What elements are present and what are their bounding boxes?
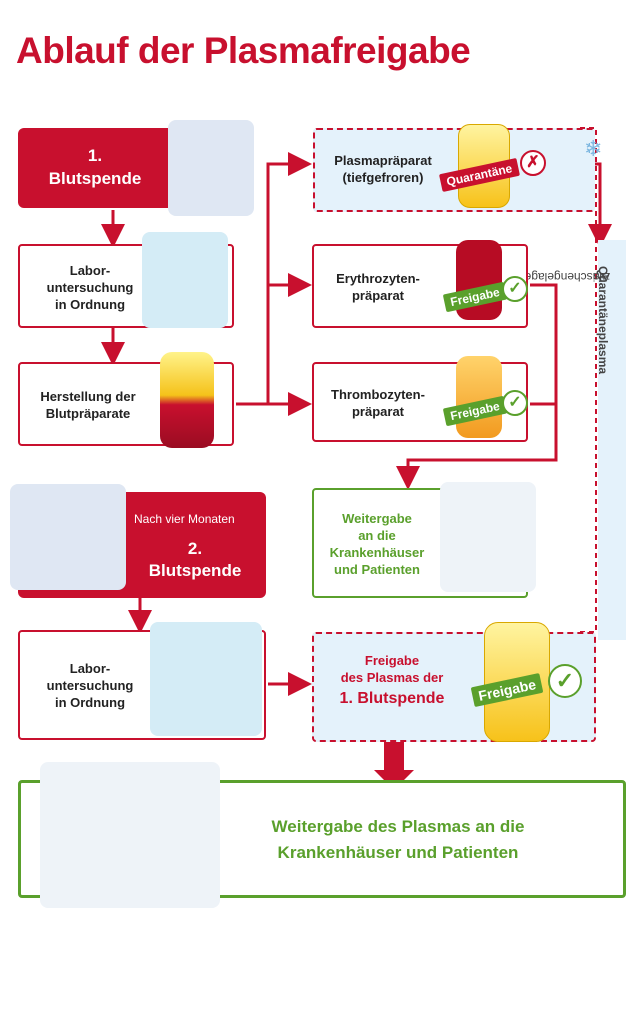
check-icon-erythro: ✓ bbox=[502, 276, 528, 302]
blood-bag-icon bbox=[160, 352, 214, 448]
blutspende-1-number: 1. bbox=[87, 146, 103, 165]
page-title: Ablauf der Plasmafreigabe bbox=[16, 30, 471, 71]
erythro-label: Erythrozyten- präparat bbox=[336, 271, 420, 303]
freigabe-plasma-line2: 1. Blutspende bbox=[339, 690, 445, 707]
check-icon-plasma: ✓ bbox=[548, 664, 582, 698]
snowflake-icon: ❄ bbox=[584, 136, 603, 161]
weitergabe-small-label: Weitergabe an die Krankenhäuser und Pati… bbox=[329, 511, 425, 577]
patient-bed-icon bbox=[440, 482, 536, 592]
lab-worker-icon bbox=[142, 232, 228, 328]
blutspende-2-label: Blutspende bbox=[148, 561, 242, 580]
blutspende-1-label: Blutspende bbox=[48, 169, 142, 188]
freigabe-plasma-line1: Freigabe des Plasmas der bbox=[340, 653, 444, 685]
labor-1-label: Labor- untersuchung in Ordnung bbox=[46, 263, 134, 312]
thrombo-label: Thrombozyten- präparat bbox=[331, 387, 425, 419]
blutspende-2-number: 2. bbox=[187, 539, 203, 558]
nach-vier-monaten-label: Nach vier Monaten bbox=[134, 512, 235, 526]
cross-icon: ✗ bbox=[520, 150, 546, 176]
lab-worker-2-icon bbox=[150, 622, 262, 736]
nurse-patient-icon bbox=[40, 762, 220, 908]
donor-illustration-icon bbox=[168, 120, 254, 216]
herstellung-label: Herstellung der Blutpräparate bbox=[40, 389, 136, 421]
check-icon-thrombo: ✓ bbox=[502, 390, 528, 416]
donor-illustration-2-icon bbox=[10, 484, 126, 590]
quarantine-vertical-note: Als Quarantäneplasma zwischengelagert be… bbox=[460, 266, 616, 626]
weitergabe-final-label: Weitergabe des Plasmas an die Krankenhäu… bbox=[271, 817, 525, 862]
plasma-label: Plasmapräparat (tiefgefroren) bbox=[334, 153, 432, 185]
labor-2-label: Labor- untersuchung in Ordnung bbox=[46, 661, 134, 710]
